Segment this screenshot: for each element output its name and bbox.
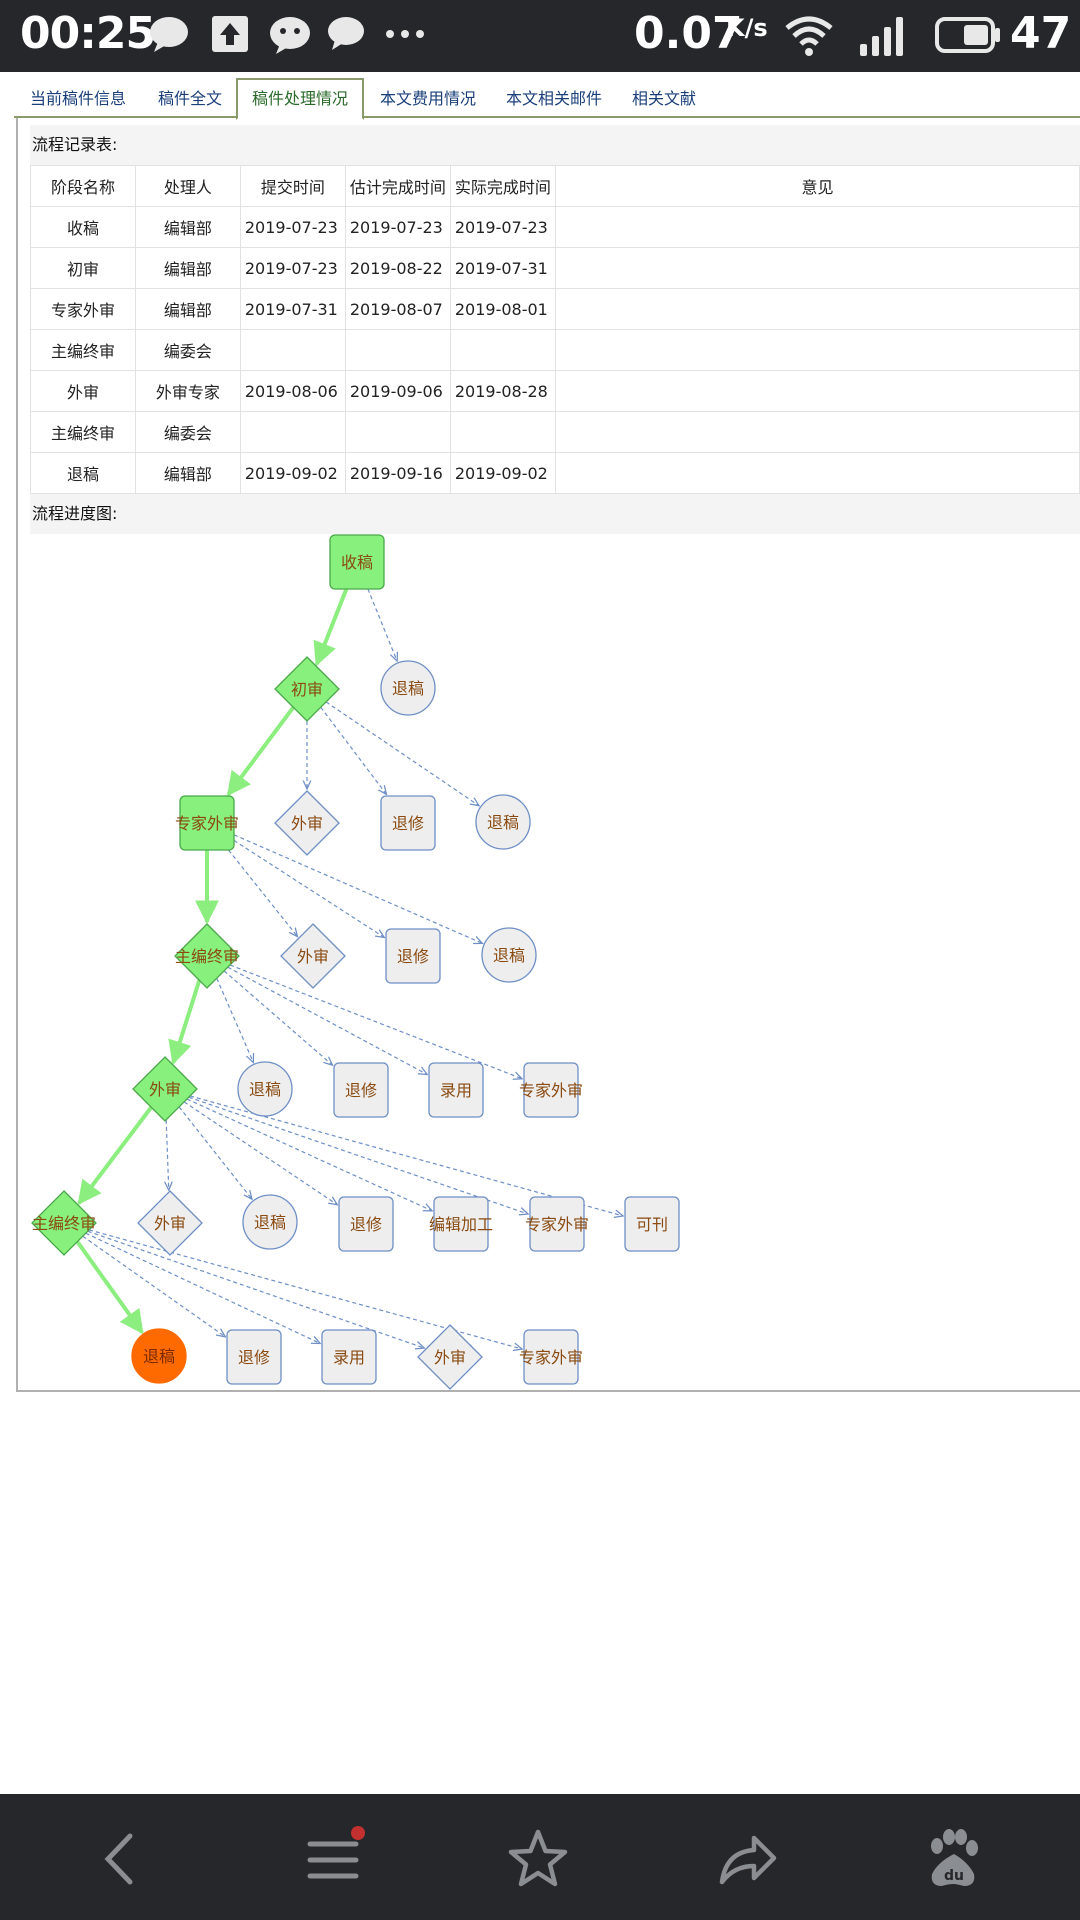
tab-current-manuscript-info[interactable]: 当前稿件信息 [30,89,127,108]
col-header-submit-time: 提交时间 [239,165,346,207]
cell-opinion [554,370,1080,412]
more-dots-icon [386,30,424,38]
cell-actual-time: 2019-07-31 [449,247,556,289]
cell-stage: 退稿 [30,452,136,494]
battery-level: 47 [1010,8,1072,59]
cell-estimated-time: 2019-07-23 [344,206,451,248]
cell-handler: 外审专家 [134,370,241,412]
table-row: 退稿 编辑部 2019-09-02 2019-09-16 2019-09-02 [30,452,1080,494]
cell-opinion [554,247,1080,289]
cell-submit-time: 2019-07-23 [239,206,346,248]
message-icon [328,17,364,50]
cell-opinion [554,411,1080,453]
table-row: 主编终审 编委会 [30,329,1080,371]
cell-actual-time: 2019-08-28 [449,370,556,412]
baidu-paw-icon[interactable]: du [918,1824,988,1894]
wechat-icon [270,17,310,54]
col-header-actual-time: 实际完成时间 [449,165,556,207]
cell-submit-time: 2019-07-31 [239,288,346,330]
cell-submit-time: 2019-08-06 [239,370,346,412]
cell-handler: 编辑部 [134,247,241,289]
tab-fee-status[interactable]: 本文费用情况 [380,89,477,108]
cell-submit-time [239,329,346,371]
cell-handler: 编委会 [134,329,241,371]
cell-actual-time: 2019-07-23 [449,206,556,248]
tab-manuscript-fulltext[interactable]: 稿件全文 [158,89,223,108]
table-row: 专家外审 编辑部 2019-07-31 2019-08-07 2019-08-0… [30,288,1080,330]
table-row: 主编终审 编委会 [30,411,1080,453]
cell-stage: 专家外审 [30,288,136,330]
cell-stage: 主编终审 [30,411,136,453]
col-header-opinion: 意见 [554,165,1080,207]
cell-stage: 主编终审 [30,329,136,371]
tab-related-literature[interactable]: 相关文献 [632,89,697,108]
table-row: 外审 外审专家 2019-08-06 2019-09-06 2019-08-28 [30,370,1080,412]
status-bar: 00:25 0.07 K/s 47 [0,0,1080,72]
battery-icon [935,17,1000,53]
upload-icon [212,16,248,52]
cell-estimated-time: 2019-09-16 [344,452,451,494]
wifi-icon [785,16,833,56]
back-arrow-icon[interactable] [86,1824,156,1894]
svg-text:du: du [944,1868,964,1884]
progress-diagram-title: 流程进度图: [30,494,1080,534]
record-table-title: 流程记录表: [30,125,1080,165]
cell-actual-time [449,411,556,453]
cell-handler: 编辑部 [134,452,241,494]
cell-estimated-time: 2019-08-22 [344,247,451,289]
cell-handler: 编委会 [134,411,241,453]
content-frame [16,118,1080,1392]
cell-estimated-time [344,411,451,453]
cell-estimated-time [344,329,451,371]
table-row: 初审 编辑部 2019-07-23 2019-08-22 2019-07-31 [30,247,1080,289]
cell-handler: 编辑部 [134,206,241,248]
cell-stage: 外审 [30,370,136,412]
cell-submit-time: 2019-09-02 [239,452,346,494]
chat-bubble-icon [150,17,188,52]
menu-badge [351,1826,365,1840]
cell-estimated-time: 2019-08-07 [344,288,451,330]
cell-actual-time [449,329,556,371]
col-header-handler: 处理人 [134,165,241,207]
signal-icon [860,17,903,56]
cell-opinion [554,329,1080,371]
cell-handler: 编辑部 [134,288,241,330]
clock: 00:25 [20,8,156,59]
cell-estimated-time: 2019-09-06 [344,370,451,412]
cell-opinion [554,452,1080,494]
cell-opinion [554,206,1080,248]
col-header-stage: 阶段名称 [30,165,136,207]
tab-processing-status[interactable]: 稿件处理情况 [236,78,365,120]
cell-stage: 收稿 [30,206,136,248]
net-speed-unit: K/s [726,14,768,42]
cell-submit-time [239,411,346,453]
col-header-estimated-time: 估计完成时间 [344,165,451,207]
record-table: 阶段名称 处理人 提交时间 估计完成时间 实际完成时间 意见 收稿 编辑部 20… [30,165,1080,494]
menu-icon[interactable] [298,1824,368,1894]
share-icon[interactable] [712,1824,782,1894]
tab-bar: 当前稿件信息 稿件全文 稿件处理情况 本文费用情况 本文相关邮件 相关文献 [14,76,1080,120]
bottom-nav-bar: du [0,1794,1080,1920]
table-row: 收稿 编辑部 2019-07-23 2019-07-23 2019-07-23 [30,206,1080,248]
cell-actual-time: 2019-08-01 [449,288,556,330]
star-icon[interactable] [503,1824,573,1894]
cell-actual-time: 2019-09-02 [449,452,556,494]
net-speed: 0.07 [634,8,743,59]
cell-stage: 初审 [30,247,136,289]
cell-opinion [554,288,1080,330]
table-header-row: 阶段名称 处理人 提交时间 估计完成时间 实际完成时间 意见 [30,165,1080,207]
tab-related-emails[interactable]: 本文相关邮件 [506,89,603,108]
cell-submit-time: 2019-07-23 [239,247,346,289]
